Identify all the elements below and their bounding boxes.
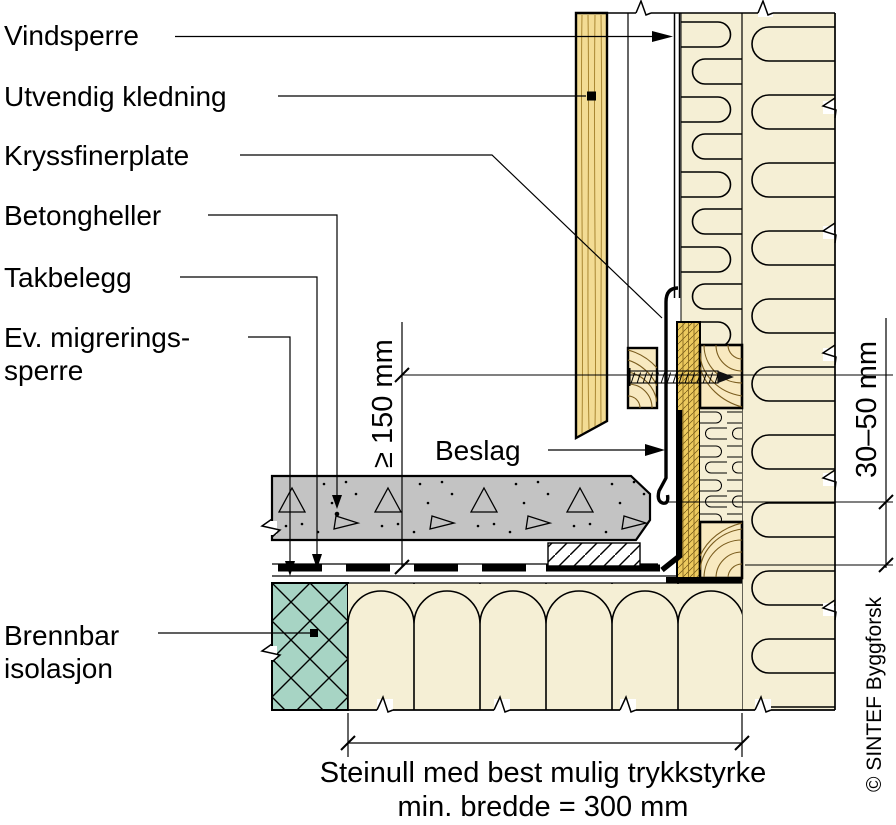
junction-assembly <box>626 321 744 583</box>
label-migreringssperre-2: sperre <box>4 355 83 386</box>
dimension-flashing-clearance <box>664 318 894 573</box>
dot-betongheller <box>334 511 340 517</box>
concrete-paver <box>270 474 652 542</box>
credit-text: © SINTEF Byggforsk <box>863 596 886 792</box>
label-betongheller: Betongheller <box>4 200 161 231</box>
flashing <box>656 286 679 505</box>
rockwool-note-line2: min. bredde = 300 mm <box>398 791 689 823</box>
arrow-betongheller <box>332 495 342 509</box>
wind-barrier-line <box>673 13 681 298</box>
label-takbelegg: Takbelegg <box>4 262 132 293</box>
screw-fastener <box>627 368 734 386</box>
label-utvendig-kledning: Utvendig kledning <box>4 81 227 112</box>
wood-support-strip <box>547 542 641 567</box>
arrow-takbelegg <box>312 554 322 569</box>
lower-blocking <box>698 520 744 580</box>
label-vindsperre: Vindsperre <box>4 20 139 51</box>
label-kryssfinerplate: Kryssfinerplate <box>4 140 189 171</box>
cladding-board <box>574 11 609 441</box>
leader-betongheller <box>208 214 338 497</box>
rockwool-note-line1: Steinull med best mulig trykkstyrke <box>320 757 766 789</box>
mini-insulation-strip <box>700 408 742 522</box>
dot-brennbar <box>310 629 318 637</box>
dimension-upstand-150 <box>394 322 410 575</box>
wall-section <box>574 11 836 710</box>
leader-terminators <box>285 31 673 637</box>
label-migreringssperre-1: Ev. migrerings- <box>4 322 190 353</box>
wall-insulation-inner-layer <box>742 13 835 710</box>
arrow-migreringssperre <box>285 561 295 576</box>
label-brennbar-1: Brennbar <box>4 620 119 651</box>
combustible-insulation-block <box>271 582 349 711</box>
leader-takbelegg <box>180 276 318 557</box>
label-brennbar-2: isolasjon <box>4 653 113 684</box>
arrow-beslag <box>645 444 665 456</box>
break-symbols <box>260 0 837 713</box>
dimension-text-30-50mm: 30–50 mm <box>851 341 883 478</box>
plywood-strip <box>676 321 701 581</box>
annotation-text: Vindsperre Utvendig kledning Kryssfinerp… <box>4 20 886 823</box>
rockwool-layer <box>348 583 742 710</box>
membrane-upstand <box>660 410 683 573</box>
dot-utvendig-kledning <box>587 91 596 101</box>
leader-migreringssperre <box>248 336 291 564</box>
arrow-vindsperre <box>652 31 673 42</box>
leader-kryssfinerplate <box>240 154 663 319</box>
assembly-bottom-edge <box>666 577 742 583</box>
wall-insulation-outer-layer <box>681 13 742 345</box>
dimension-rockwool-width <box>340 713 750 757</box>
dimension-text-150mm: ≥ 150 mm <box>367 339 399 468</box>
label-beslag: Beslag <box>435 435 521 466</box>
leader-lines <box>158 35 663 634</box>
roof-buildup <box>270 474 835 711</box>
